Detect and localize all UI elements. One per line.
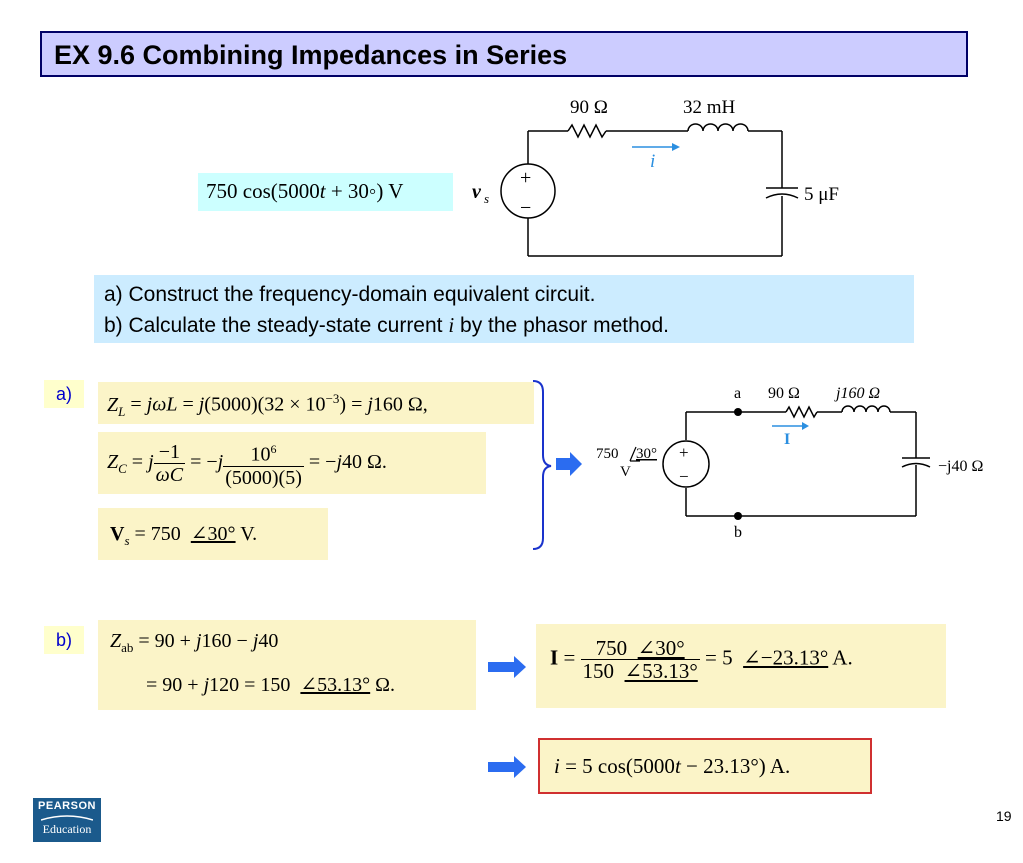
page-number: 19 [996, 808, 1012, 824]
c2-source-plus: + [679, 443, 689, 462]
logo-swoosh-icon [41, 815, 93, 821]
part-b-label: b) [44, 626, 84, 654]
vs-equation: Vs = 750 ∠30° V. [110, 523, 258, 548]
source-plus: + [520, 167, 531, 189]
voltage-source-circle [500, 163, 556, 219]
logo-bottom-text: Education [42, 822, 92, 836]
node-a-label: a [734, 385, 741, 402]
zab-line1: Zab = 90 + j160 − j40 [110, 630, 279, 655]
c2-source-minus: − [679, 467, 689, 486]
right-arrow-icon [488, 756, 526, 778]
task-a: a) Construct the frequency-domain equiva… [104, 283, 596, 306]
current-arrow-icon [802, 422, 809, 430]
pearson-logo: PEARSON Education [33, 798, 101, 842]
c2-capacitor-label: −j40 Ω [938, 458, 983, 475]
current-label: i [650, 151, 655, 172]
right-arrow-icon [488, 656, 526, 678]
c2-current-label: I [784, 431, 790, 448]
c2-voltage-source-circle [662, 440, 710, 488]
c2-source-magnitude: 750 [596, 446, 619, 462]
node-a-dot [734, 408, 742, 416]
source-label-v: v [472, 181, 482, 203]
resistor-symbol [567, 123, 607, 139]
inductor-label: 32 mH [683, 97, 736, 118]
zl-equation-box: ZL = jωL = j(5000)(32 × 10−3) = j160 Ω, [98, 382, 534, 424]
resistor-label: 90 Ω [570, 97, 608, 118]
node-b-dot [734, 512, 742, 520]
zab-line2: = 90 + j120 = 150 ∠53.13° Ω. [146, 674, 396, 696]
task-box: a) Construct the frequency-domain equiva… [94, 275, 914, 343]
right-arrow-icon [556, 452, 582, 476]
logo-top-text: PEARSON [38, 800, 96, 812]
zab-equation-box: Zab = 90 + j160 − j40 = 90 + j120 = 150 … [98, 620, 476, 710]
node-b-label: b [734, 524, 742, 541]
c2-capacitor-plate-bottom [901, 462, 931, 468]
source-expression: 750 cos(5000t + 30◦) V [206, 179, 404, 203]
title-box: EX 9.6 Combining Impedances in Series [40, 31, 968, 77]
zl-equation: ZL = jωL = j(5000)(32 × 10−3) = j160 Ω, [107, 391, 428, 419]
current-arrow-icon [672, 143, 680, 151]
capacitor-label: 5 μF [804, 184, 839, 205]
source-expression-box: 750 cos(5000t + 30◦) V [198, 173, 453, 211]
source-label-sub: s [484, 191, 489, 206]
current-equation: I = 750 ∠30°150 ∠53.13° = 5 ∠−23.13° A. [550, 636, 853, 683]
vs-equation-box: Vs = 750 ∠30° V. [98, 508, 328, 560]
inductor-symbol [687, 123, 749, 132]
capacitor-plate-bottom [765, 193, 799, 199]
curly-brace-icon [532, 380, 552, 550]
c2-inductor-label: j160 Ω [834, 385, 880, 402]
c2-inductor-symbol [841, 405, 891, 413]
c2-resistor-label: 90 Ω [768, 385, 800, 402]
task-b: b) Calculate the steady-state current i … [104, 313, 669, 337]
current-equation-box: I = 750 ∠30°150 ∠53.13° = 5 ∠−23.13° A. [536, 624, 946, 708]
source-minus: − [520, 197, 531, 219]
part-a-label: a) [44, 380, 84, 408]
c2-resistor-symbol [785, 405, 818, 419]
result-equation: i = 5 cos(5000t − 23.13°) A. [554, 754, 791, 778]
angle-symbol-icon [629, 446, 640, 462]
page-title: EX 9.6 Combining Impedances in Series [54, 40, 568, 70]
c2-source-unit: V [620, 464, 631, 480]
result-equation-box: i = 5 cos(5000t − 23.13°) A. [538, 738, 872, 794]
c2-source-angle: 30° [636, 446, 657, 462]
